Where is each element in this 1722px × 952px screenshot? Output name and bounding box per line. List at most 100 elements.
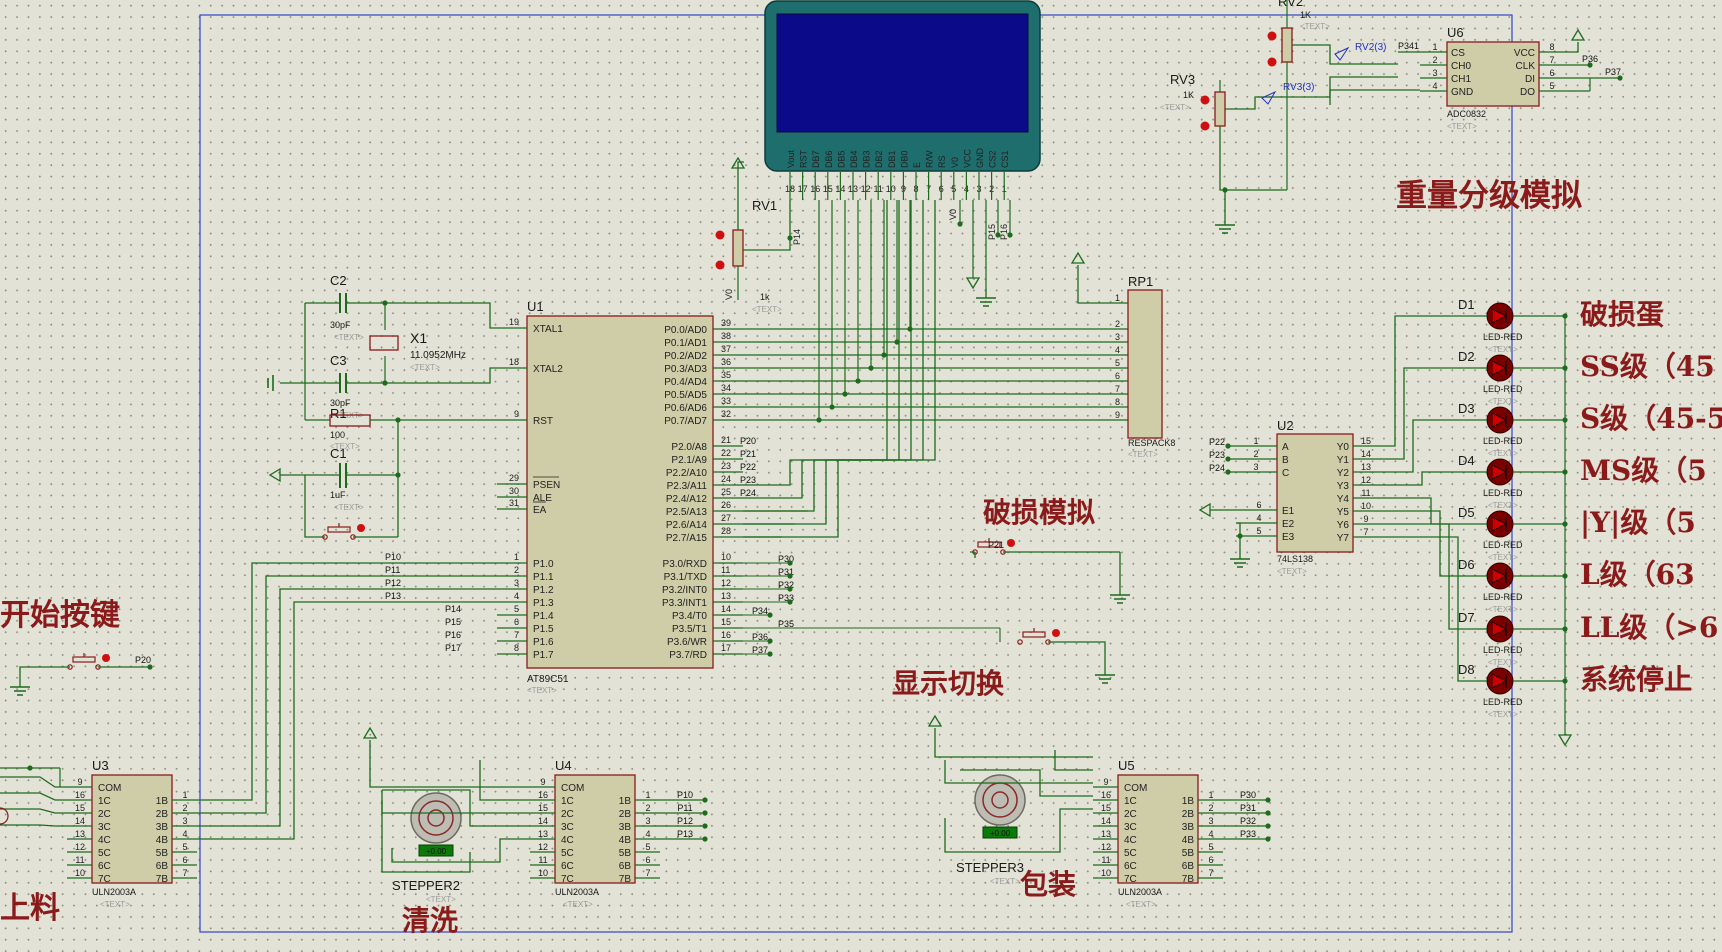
decoder-pin-name: B (1282, 455, 1289, 466)
mcu-pin-name: P3.7/RD (669, 650, 707, 661)
led-type: LED-RED (1483, 540, 1523, 550)
mcu-pin-name: P0.4/AD4 (664, 377, 707, 388)
uln-pin-num: 12 (1101, 842, 1111, 852)
lcd-pin-name: DB4 (849, 150, 859, 168)
uln-pin-name: COM (98, 783, 121, 794)
uln-pin-name: 2B (1182, 809, 1195, 820)
mcu-pin-name: P2.4/A12 (666, 494, 708, 505)
mcu-pin-name: P1.2 (533, 585, 554, 596)
led-type: LED-RED (1483, 436, 1523, 446)
adc-pin-name: CS (1451, 48, 1465, 59)
damage-button-indicator (1007, 539, 1015, 547)
mcu-pin-name: P0.5/AD5 (664, 390, 707, 401)
junction-dot (702, 797, 708, 803)
lcd-pin-name: DB7 (811, 150, 821, 168)
junction-dot (1007, 232, 1013, 238)
uln2003a-u3[interactable] (91, 774, 173, 884)
rp1-pin: 8 (1115, 397, 1120, 407)
text-placeholder: <TEXT> (426, 895, 456, 904)
uln-pin-num: 13 (1101, 829, 1111, 839)
rv1-body[interactable] (732, 229, 744, 267)
mcu-pin-name: P3.4/T0 (672, 611, 707, 622)
display-switch-button-cap (1022, 631, 1046, 638)
text-placeholder: <TEXT> (334, 333, 364, 342)
uln-pin-name: 5B (1182, 848, 1195, 859)
display-switch-button-indicator (1052, 629, 1060, 637)
mcu-pin-number: 10 (721, 552, 731, 562)
wire (1219, 126, 1287, 191)
adc-part: ADC0832 (1447, 109, 1486, 119)
net-label: P30 (1240, 790, 1256, 800)
uln-pin-name: 2C (98, 809, 111, 820)
net-label: P13 (385, 591, 401, 601)
text-placeholder: <TEXT> (1488, 553, 1518, 562)
mcu-pin-name: P2.0/A8 (671, 442, 707, 453)
rv2-body[interactable] (1281, 27, 1293, 63)
decoder-74ls138[interactable] (1276, 433, 1354, 553)
lcd-control-wire (743, 200, 936, 486)
uln-pin-num: 12 (75, 842, 85, 852)
wire (0, 776, 67, 788)
u3-p1-wire (197, 601, 497, 840)
rp1-respack[interactable] (1127, 289, 1163, 439)
decoder-led-wire (1380, 315, 1462, 447)
wire (0, 808, 67, 814)
net-label: P15 (445, 617, 461, 627)
mcu-pin-number: 25 (721, 487, 731, 497)
uln-pin-num: 6 (182, 855, 187, 865)
mcu-pin-name: P1.3 (533, 598, 554, 609)
adc0832-chip[interactable] (1446, 41, 1540, 107)
net-label: P32 (1240, 816, 1256, 826)
lcd-pin-name: DB5 (836, 150, 846, 168)
uln-part: ULN2003A (555, 887, 599, 897)
r1-value: 100 (330, 430, 345, 440)
wire (19, 666, 70, 677)
uln-ref: U3 (92, 758, 109, 773)
uln-pin-name: 4C (98, 835, 111, 846)
net-label: P23 (740, 475, 756, 485)
junction-dot (1225, 469, 1231, 475)
text-placeholder: <TEXT> (334, 503, 364, 512)
wire (960, 769, 1093, 797)
junction-dot (702, 836, 708, 842)
lcd-pin-name: VCC (962, 148, 972, 168)
mcu-chip[interactable] (526, 315, 714, 669)
lcd-pin-name: R/W (925, 150, 935, 168)
mcu-pin-number: 4 (514, 591, 519, 601)
mcu-pin-name: P1.4 (533, 611, 554, 622)
decoder-pin-name: Y3 (1337, 481, 1350, 492)
uln-pin-name: 4C (561, 835, 574, 846)
adc-pin-name: GND (1451, 87, 1473, 98)
label-display_switch: 显示切换 (892, 667, 1005, 700)
uln-pin-name: 4B (1182, 835, 1195, 846)
rv2-value: 1K (1300, 10, 1311, 20)
crystal-x1[interactable] (369, 335, 399, 351)
lcd-pin-name: DB6 (824, 150, 834, 168)
net-label: V0 (724, 289, 734, 300)
junction-dot (816, 417, 822, 423)
rv3-body[interactable] (1214, 91, 1226, 127)
uln-pin-num: 10 (538, 868, 548, 878)
uln-pin-name: 3B (619, 822, 632, 833)
decoder-pin-name: Y6 (1337, 520, 1350, 531)
mcu-pin-name: XTAL1 (533, 324, 563, 335)
uln-pin-name: 1C (1124, 796, 1137, 807)
wire (1236, 522, 1241, 549)
uln2003a-u4[interactable] (554, 774, 636, 884)
stepper-readout-box (418, 844, 454, 857)
uln2003a-u5[interactable] (1117, 774, 1199, 884)
net-label: P14 (792, 229, 802, 245)
mcu-pin-number: 15 (721, 617, 731, 627)
lcd-pin-name: Vout (786, 149, 796, 168)
uln-pin-name: 3C (561, 822, 574, 833)
mcu-pin-name: P0.7/AD7 (664, 416, 707, 427)
mcu-pin-name: P3.3/INT1 (662, 598, 707, 609)
uln-pin-num: 9 (540, 777, 545, 787)
adc-pin-num: 6 (1549, 68, 1554, 78)
junction-dot (767, 612, 773, 618)
lcd-pin-name: RS (937, 155, 947, 168)
mcu-pin-number: 30 (509, 486, 519, 496)
uln-pin-num: 10 (1101, 868, 1111, 878)
